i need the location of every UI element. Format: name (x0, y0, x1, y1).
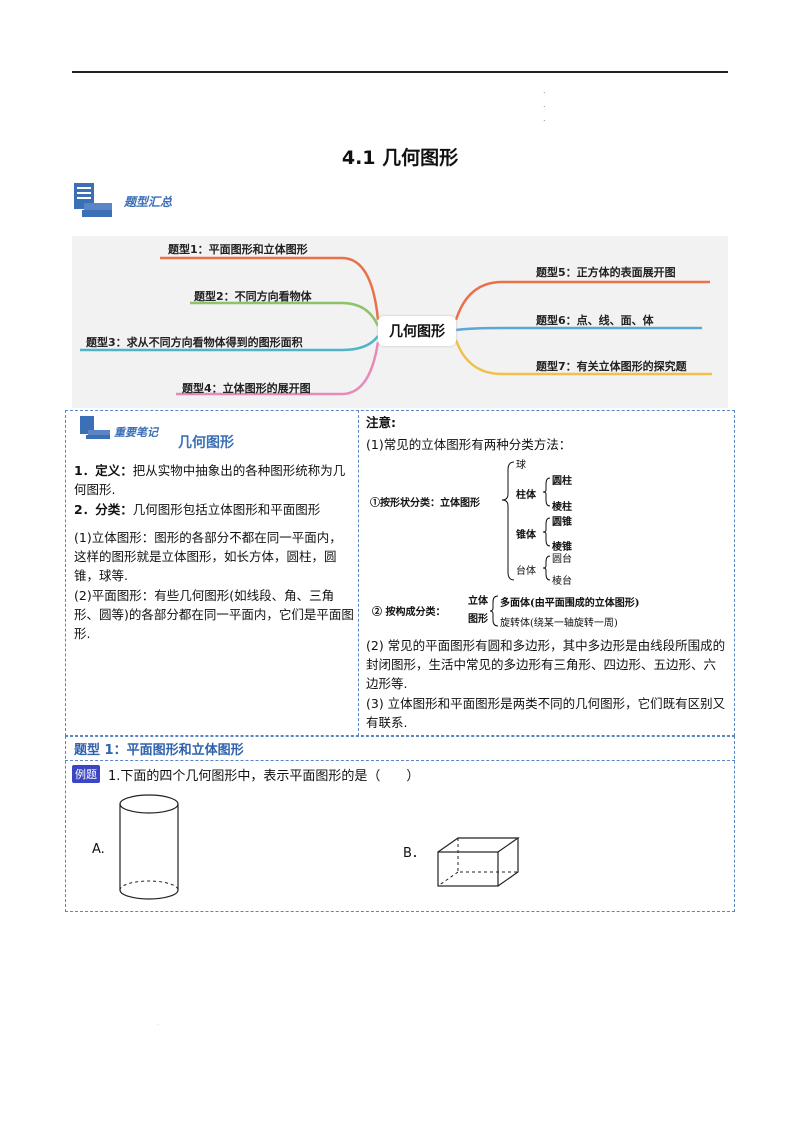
tree-pyramid: 棱锥 (552, 542, 572, 553)
attention-label: 注意: (366, 415, 396, 430)
notes-badge: 重要笔记 (114, 426, 158, 439)
tree-frustum-group: 台体 (516, 566, 536, 577)
definition: 1．定义：把从实物中抽象出的各种图形统称为几何图形. (74, 463, 346, 497)
tree-polyhedron: 多面体(由平面围成的立体图形) (500, 598, 640, 609)
tree-ball: 球 (516, 460, 526, 471)
mindmap-item-3: 题型3：求从不同方向看物体得到的图形面积 (86, 336, 303, 349)
composition-classification-tree: ② 按构成分类： 立体 图形 多面体(由平面围成的立体图形) 旋转体(绕某一轴旋… (370, 592, 728, 632)
tree-prism-frustum: 棱台 (552, 576, 572, 587)
tree-revolution: 旋转体(绕某一轴旋转一周) (500, 618, 618, 629)
option-a-label: A. (92, 842, 105, 857)
shape-tree-root: ①按形状分类：立体图形 (370, 498, 480, 509)
tree-prism-group: 柱体 (516, 490, 536, 501)
cylinder-figure (118, 792, 180, 908)
cuboid-figure (436, 836, 520, 892)
tree-cone: 圆锥 (552, 517, 572, 528)
shape-classification-tree: ①按形状分类：立体图形 球 柱体 圆柱 棱柱 锥体 圆锥 棱锥 台体 圆台 棱台 (368, 456, 618, 587)
tree-solid-label: 立体 (468, 596, 488, 607)
margin-dots: ... (543, 86, 546, 123)
notes-divider (358, 410, 359, 736)
notes-title: 几何图形 (178, 435, 234, 451)
mindmap-center: 几何图形 (378, 316, 456, 346)
mindmap-item-2: 题型2：不同方向看物体 (194, 290, 312, 303)
example-badge: 例题 (72, 765, 100, 783)
attention-line-1: (1)常见的立体图形有两种分类方法： (366, 437, 572, 452)
top-rule (72, 71, 728, 73)
classification: 2．分类：几何图形包括立体图形和平面图形 (74, 502, 321, 517)
branch-5 (454, 280, 710, 321)
notes-box (65, 410, 735, 736)
tree-cone-group: 锥体 (516, 530, 536, 541)
mindmap-item-5: 题型5：正方体的表面展开图 (536, 266, 676, 279)
option-b-label: B． (403, 846, 425, 861)
section-header: 题型汇总 (72, 178, 172, 224)
branch-3 (80, 335, 380, 352)
book-stack-icon (72, 181, 116, 221)
question-box (65, 736, 735, 912)
solid-figure-note: (1)立体图形：图形的各部分不都在同一平面内，这样的图形就是立体图形，如长方体，… (74, 530, 342, 583)
tree-figure-label: 图形 (468, 614, 488, 625)
question-text: 1.下面的四个几何图形中，表示平面图形的是（ ） (108, 769, 420, 784)
mindmap-item-4: 题型4：立体图形的展开图 (182, 382, 311, 395)
branch-6 (455, 326, 702, 332)
section-label: 题型汇总 (124, 194, 173, 209)
branch-1 (160, 256, 380, 321)
question-title-divider (65, 760, 735, 761)
tree-round-frustum: 圆台 (552, 554, 572, 565)
attention-line-2: (2) 常见的平面图形有圆和多边形，其中多边形是由线段所围成的封闭图形，生活中常… (366, 638, 726, 691)
composition-tree-root: ② 按构成分类： (372, 607, 446, 618)
plane-figure-note: (2)平面图形：有些几何图形(如线段、角、三角形、圆等)的各部分都在同一平面内，… (74, 588, 354, 641)
branch-4 (176, 341, 380, 396)
mindmap: 题型1：平面图形和立体图形 题型2：不同方向看物体 题型3：求从不同方向看物体得… (72, 236, 728, 408)
tree-prism: 棱柱 (552, 502, 572, 513)
notebook-icon (78, 414, 112, 444)
page-title: 4.1 几何图形 (341, 147, 459, 169)
attention-line-3: (3) 立体图形和平面图形是两类不同的几何图形，它们既有区别又有联系. (366, 696, 726, 730)
tree-cylinder: 圆柱 (552, 476, 572, 487)
stray-dot: . (157, 1020, 159, 1027)
branch-7 (454, 339, 712, 376)
branch-2 (190, 301, 380, 327)
mindmap-item-1: 题型1：平面图形和立体图形 (168, 243, 308, 256)
question-type-title: 题型 1：平面图形和立体图形 (74, 743, 244, 758)
mindmap-item-7: 题型7：有关立体图形的探究题 (536, 360, 687, 373)
mindmap-item-6: 题型6：点、线、面、体 (536, 314, 654, 327)
